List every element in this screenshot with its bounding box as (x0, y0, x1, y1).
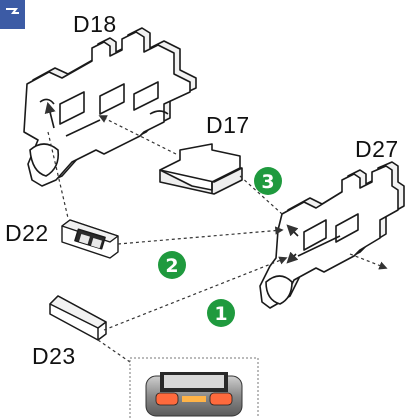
corner-badge-icon (0, 0, 25, 29)
guide-lines (47, 115, 388, 363)
step-marker-3: 3 (254, 167, 282, 195)
d18-insert-arrow (44, 101, 56, 129)
label-d18: D18 (73, 11, 117, 37)
part-d18 (23, 27, 197, 187)
part-d17 (159, 143, 243, 195)
connector-detail-inset (129, 357, 259, 418)
guide-d22-to-d27 (117, 226, 284, 245)
label-d22: D22 (5, 220, 49, 246)
part-d22 (61, 219, 119, 259)
d27-slot-arrow-upper (286, 224, 299, 237)
label-d27: D27 (355, 136, 399, 162)
guide-d23-to-d27 (103, 256, 288, 331)
part-d23 (49, 295, 107, 341)
guide-d18-to-d22 (47, 131, 69, 219)
step-marker-1: 1 (207, 299, 235, 327)
step-marker-2: 2 (158, 251, 186, 279)
d27-slot-arrow-lower (286, 251, 299, 264)
part-d27 (259, 161, 405, 309)
guide-d23-to-inset (97, 339, 131, 363)
svg-text:1: 1 (214, 303, 227, 325)
label-d17: D17 (206, 112, 250, 138)
label-d23: D23 (32, 343, 76, 369)
svg-text:3: 3 (261, 171, 274, 193)
guide-d17-to-d18 (98, 115, 177, 155)
guide-d27-exit (349, 253, 388, 270)
svg-text:2: 2 (165, 255, 178, 277)
